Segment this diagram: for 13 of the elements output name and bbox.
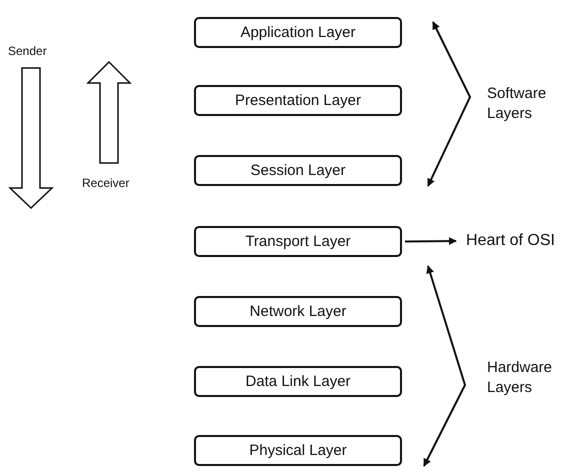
bracket-label: Hardware Layers	[487, 358, 554, 397]
layer-box: Application Layer	[194, 17, 402, 48]
bracket-label: Software Layers	[487, 84, 548, 123]
arrow	[404, 237, 457, 246]
layer-box: Presentation Layer	[194, 85, 402, 116]
layer-box: Session Layer	[194, 155, 402, 186]
direction-label: Sender	[8, 44, 48, 60]
layer-box: Transport Layer	[194, 226, 402, 257]
layer-box: Network Layer	[194, 296, 402, 327]
layer-box: Data Link Layer	[194, 366, 402, 397]
direction-label: Receiver	[82, 176, 130, 192]
callout-text: Heart of OSI	[458, 228, 563, 254]
layer-box: Physical Layer	[194, 435, 402, 466]
